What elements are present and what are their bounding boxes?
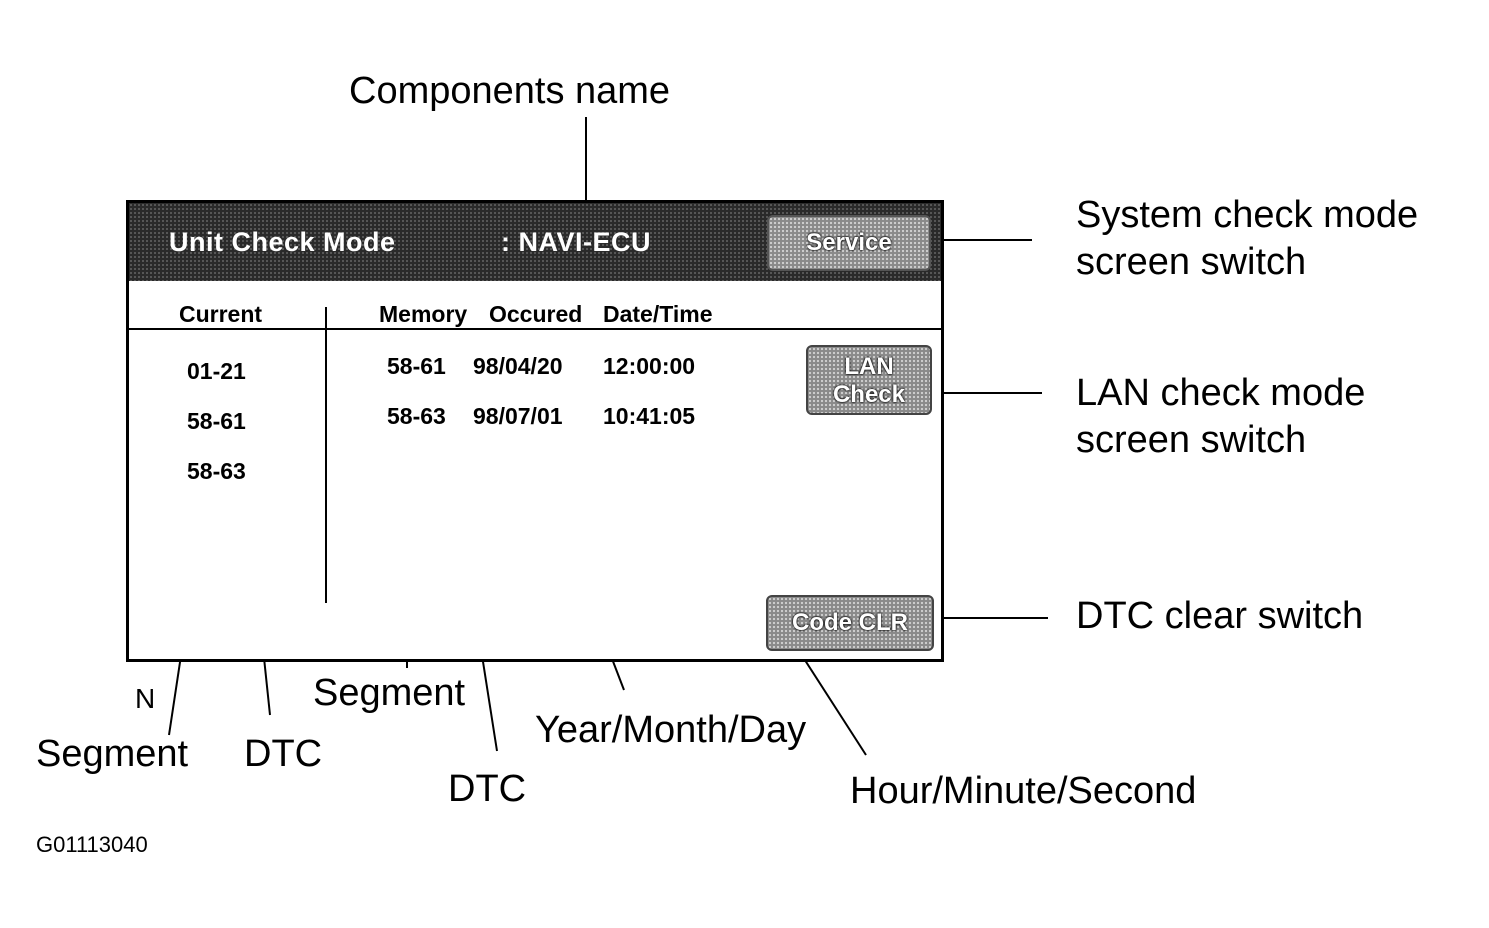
lan-check-button[interactable]: LAN Check (806, 345, 932, 415)
memory-code: 58-61 (387, 353, 446, 379)
callout-system-check-line2: screen switch (1076, 241, 1307, 283)
memory-time: 10:41:05 (603, 403, 696, 429)
header-datetime: Date/Time (603, 301, 713, 327)
callout-hour-minute-second: Hour/Minute/Second (850, 770, 1197, 812)
lan-check-label-line1: LAN (844, 353, 894, 380)
header-divider (129, 328, 941, 330)
callout-dtc-clear: DTC clear switch (1076, 595, 1364, 637)
title-bar: Unit Check Mode : NAVI-ECU Service (129, 203, 941, 281)
callout-year-month-day: Year/Month/Day (535, 709, 807, 751)
callout-components-name: Components name (349, 70, 671, 112)
column-divider (325, 307, 327, 603)
code-clear-button[interactable]: Code CLR (766, 595, 934, 651)
memory-date: 98/07/01 (473, 403, 563, 429)
unit-check-screen: Unit Check Mode : NAVI-ECU Service Curre… (126, 200, 944, 662)
callout-lan-check-line1: LAN check mode (1076, 372, 1366, 414)
memory-date: 98/04/20 (473, 353, 563, 379)
callout-segment-left: Segment (36, 733, 189, 775)
memory-time: 12:00:00 (603, 353, 696, 379)
header-occured: Occured (489, 301, 583, 327)
current-code: 01-21 (187, 358, 246, 384)
screen-title: Unit Check Mode (169, 227, 396, 257)
callout-dtc-left: DTC (244, 733, 323, 775)
lan-check-label-line2: Check (832, 381, 906, 408)
memory-code: 58-63 (387, 403, 446, 429)
callout-system-check-line1: System check mode (1076, 194, 1419, 236)
current-code: 58-61 (187, 408, 246, 434)
figure-id: G01113040 (36, 832, 148, 857)
current-code: 58-63 (187, 458, 246, 484)
service-button[interactable]: Service (767, 215, 931, 271)
callout-dtc-mid: DTC (448, 768, 527, 810)
callout-segment-mid: Segment (313, 672, 466, 714)
callout-lan-check-line2: screen switch (1076, 419, 1307, 461)
header-current: Current (179, 301, 263, 327)
component-name: : NAVI-ECU (501, 227, 651, 257)
header-memory: Memory (379, 301, 468, 327)
callout-n: N (135, 683, 156, 714)
